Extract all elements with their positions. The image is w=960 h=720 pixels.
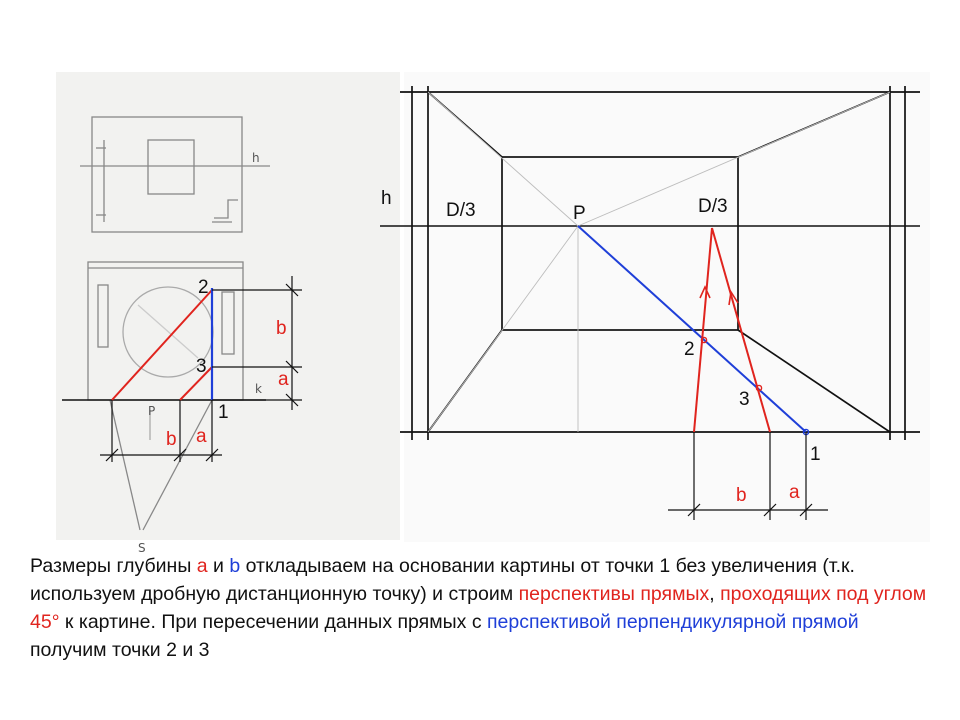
left-dim-b-base: b: [166, 429, 177, 450]
blue-perpendicular-line: [577, 225, 807, 433]
left-red-line-b: [111, 289, 213, 401]
point-2-marker: [700, 336, 708, 344]
left-top-view: [80, 116, 270, 233]
p-label: P: [573, 203, 586, 224]
left-dim-a-vertical: a: [278, 369, 289, 390]
red-line-from-a: [711, 227, 771, 433]
left-point-2-label: 2: [198, 277, 209, 298]
caption-part-1: Размеры глубины: [30, 555, 197, 577]
left-k-mark: k: [255, 382, 262, 396]
right-dimensions: [668, 432, 828, 520]
point-3-marker: [755, 384, 763, 392]
caption-red-phrase-2: проходящих под углом 45°: [30, 583, 927, 633]
caption-part-3: откладываем на основании картины от точк…: [30, 555, 855, 605]
red-arrow-left: [699, 285, 711, 299]
right-dim-b: b: [736, 485, 747, 506]
caption-part-6: получим точки 2 и 3: [30, 639, 210, 661]
left-h-mark: h: [252, 151, 260, 165]
caption-part-2: и: [207, 555, 230, 577]
red-line-from-b: [693, 227, 713, 433]
caption-text: Размеры глубины a и b откладываем на осн…: [30, 552, 940, 664]
point-1-label: 1: [810, 444, 821, 465]
left-dim-a-base: a: [196, 426, 207, 447]
left-p-mark: P: [148, 404, 155, 418]
left-paper: [56, 72, 400, 540]
left-base-dimensions: [100, 400, 222, 462]
construction-lines: [427, 91, 891, 433]
left-point-3-label: 3: [196, 356, 207, 377]
red-arrow-right: [728, 289, 739, 306]
caption-blue-phrase: перспективой перпендикулярной прямой: [487, 611, 859, 633]
caption-part-4: ,: [709, 583, 721, 605]
left-s-mark: S: [138, 541, 146, 555]
caption-b: b: [229, 555, 241, 577]
left-dim-b-vertical: b: [276, 318, 287, 339]
d3-left-label: D/3: [446, 200, 476, 221]
horizon-h-label: h: [381, 188, 392, 209]
right-drawing: h D/3 P D/3 2 3 1 b a: [380, 72, 930, 542]
left-vertical-dimensions: [212, 276, 302, 410]
caption-part-5: к картине. При пересечении данных прямых…: [59, 611, 487, 633]
left-red-line-a: [179, 366, 213, 401]
caption-red-phrase-1: перспективы прямых: [518, 583, 710, 605]
point-2-label: 2: [684, 339, 695, 360]
point-3-label: 3: [739, 389, 750, 410]
caption-a: a: [196, 555, 208, 577]
right-dim-a: a: [789, 482, 800, 503]
left-point-1-label: 1: [218, 402, 229, 423]
left-drawing: h P k S: [56, 72, 400, 555]
d3-right-label: D/3: [698, 196, 728, 217]
